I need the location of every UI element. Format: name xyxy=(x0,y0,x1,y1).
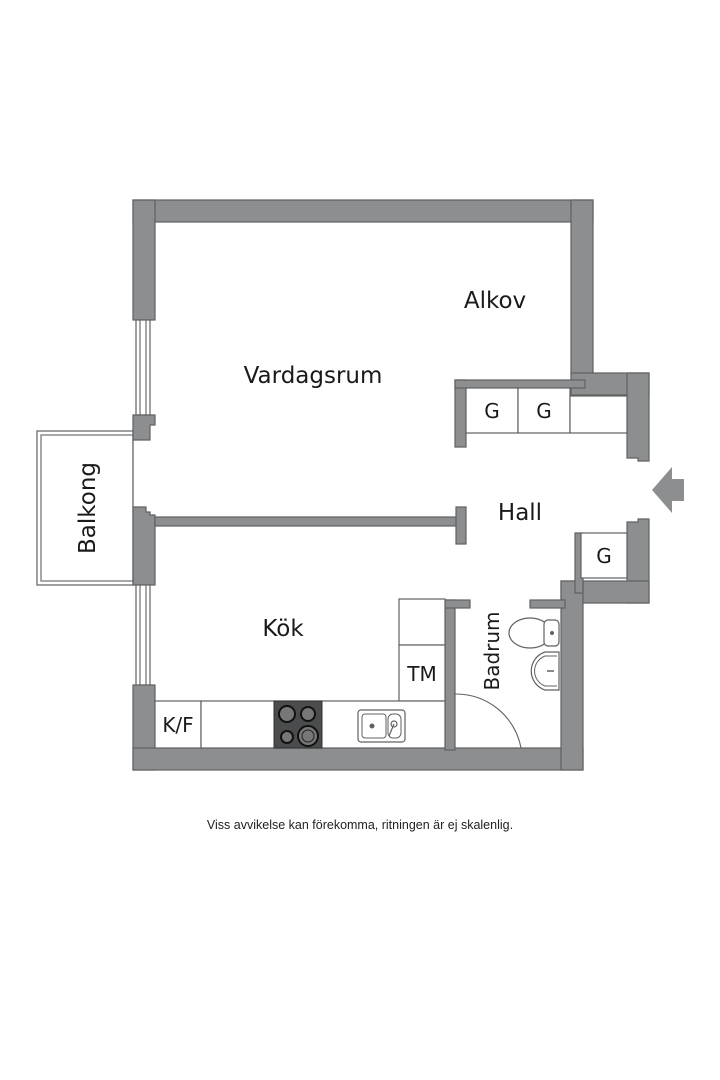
room-label-alkov: Alkov xyxy=(464,288,526,314)
toilet-icon xyxy=(508,617,560,649)
washing-machine-label: TM xyxy=(406,662,436,686)
kitchen-counter: TM K/F xyxy=(154,598,446,749)
wardrobe-row-top: G G xyxy=(465,387,628,434)
room-label-kok: Kök xyxy=(262,616,304,642)
room-label-balkong: Balkong xyxy=(75,462,101,554)
room-label-badrum: Badrum xyxy=(480,611,504,690)
walls xyxy=(132,199,650,771)
bathroom: Badrum xyxy=(454,611,560,749)
fridge-freezer-label: K/F xyxy=(162,713,193,737)
balcony xyxy=(36,430,134,586)
wardrobe-label-1: G xyxy=(484,399,500,423)
washbasin-icon xyxy=(530,651,560,691)
stove-icon xyxy=(273,700,323,749)
wardrobe-lower: G xyxy=(580,532,628,579)
sink-icon xyxy=(357,709,406,743)
room-label-vardagsrum: Vardagsrum xyxy=(244,363,383,389)
wardrobe-label-3: G xyxy=(596,544,612,568)
room-label-hall: Hall xyxy=(498,500,542,526)
entrance-arrow-icon xyxy=(652,467,684,513)
wardrobe-label-2: G xyxy=(536,399,552,423)
disclaimer-text: Viss avvikelse kan förekomma, ritningen … xyxy=(206,818,514,832)
